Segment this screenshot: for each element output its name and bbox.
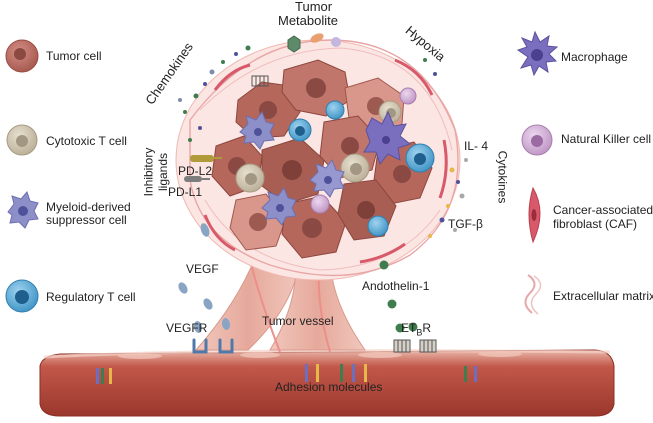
extracellular-matrix-icon [524,274,542,315]
label-adhesion-molecules: Adhesion molecules [275,380,383,394]
label-etb-sub: B [416,327,423,338]
regulatory-t-cell-icon [5,279,39,313]
label-tumor-vessel: Tumor vessel [262,314,334,328]
blood-vessel [39,349,615,417]
legend-label-macrophage: Macrophage [561,50,628,64]
legend-label-extracellular-matrix: Extracellular matrix [553,289,653,303]
cytotoxic-t-cell-icon [6,124,38,156]
label-inhibitory-line1: Inhibitory [141,147,156,197]
natural-killer-cell-icon [521,124,553,156]
tumor-mass [175,39,461,281]
legend-label-natural-killer: Natural Killer cell [561,132,652,146]
macrophage-icon [516,30,559,77]
endothelin-molecules [379,260,418,333]
label-il4: IL- 4 [464,139,489,153]
tumor-cell-icon [5,39,39,73]
legend-label-caf-line1: Cancer-associated [553,203,653,217]
etb-receptors [393,339,437,353]
label-etb-end: R [422,321,432,335]
label-tgf-beta: TGF-β [448,217,483,231]
label-pd-l1: PD-L1 [168,185,203,199]
label-andothelin: Andothelin-1 [362,279,430,293]
pd-ligand-symbols [184,155,222,182]
tumor-metabolite-symbols [287,33,341,53]
label-etb-main: ET [401,321,417,335]
vegfr-receptors [192,338,234,354]
myeloid-suppressor-cell-icon [7,191,39,229]
adhesion-molecule-marks [96,364,477,384]
soluble-factor-dots [178,45,468,238]
label-tumor-metabolite-line2: Metabolite [278,13,338,28]
label-vegfr: VEGFR [166,321,208,335]
legend-label-regulatory-t-cell: Regulatory T cell [46,290,136,304]
label-vegf: VEGF [186,262,219,276]
legend-label-mdsc-line2: suppressor cell [46,213,127,227]
legend-label-caf-line2: fibroblast (CAF) [553,217,638,231]
tumor-vessel-stem [194,249,366,353]
legend-label-mdsc-line1: Myeloid-derived [46,200,131,214]
label-etb-receptor: ETBR [401,322,431,339]
label-tumor-metabolite-line1: Tumor [295,0,333,14]
label-pd-l2: PD-L2 [178,164,213,178]
vegf-molecules [178,223,231,333]
legend-label-tumor-cell: Tumor cell [46,49,102,63]
caf-icon [528,186,541,244]
label-cytokines: Cytokines [495,150,510,204]
legend-label-cytotoxic-t-cell: Cytotoxic T cell [46,134,127,148]
